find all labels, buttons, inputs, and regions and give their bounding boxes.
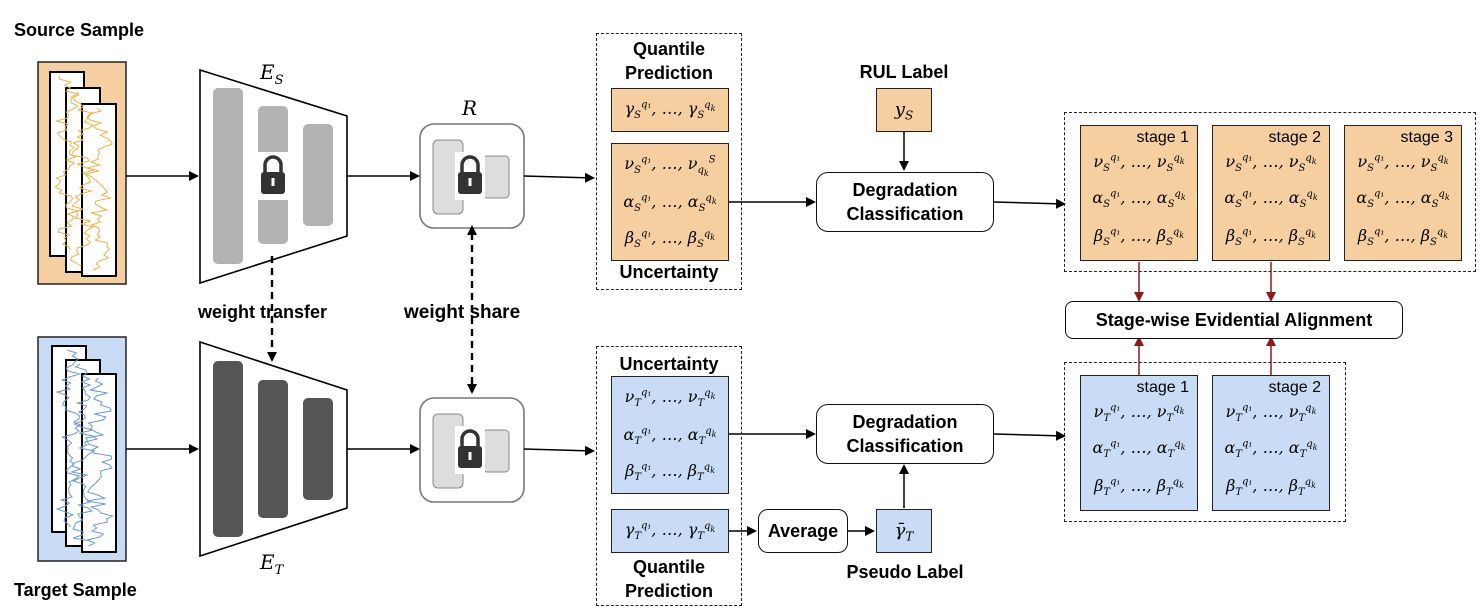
- target-stage-title: stage 2: [1268, 379, 1321, 396]
- target-encoder: [199, 340, 348, 558]
- source-sample-panel: [37, 61, 127, 285]
- weight-share-label: weight share: [404, 302, 521, 323]
- target-uncertainty-title: Uncertainty: [619, 354, 719, 374]
- arrow: [993, 198, 1066, 209]
- source-stage-box: stage 2 νSq₁, …, νSqk αSq₁, …, αSqk βSq₁, ……: [1212, 125, 1330, 261]
- arrow: [523, 172, 595, 183]
- target-alpha-eq: αTq₁, …, αTqk: [623, 425, 717, 448]
- target-stage-alpha-eq: αTq₁, …, αTqk: [1224, 438, 1318, 461]
- target-prediction-group: [596, 346, 742, 606]
- source-stage-alpha-eq: αSq₁, …, αSqk: [1092, 188, 1186, 211]
- source-stage-box: stage 3 νSq₁, …, νSqk αSq₁, …, αSqk βSq₁, ……: [1344, 125, 1462, 261]
- pseudo-value: γ̄T: [894, 520, 914, 544]
- regressor-label: R: [462, 96, 478, 120]
- encoder-target-label: ET: [260, 550, 284, 578]
- stage-alignment-box: Stage-wise Evidential Alignment: [1065, 301, 1403, 339]
- source-stage-beta-eq: βSq₁, …, βSqk: [1357, 226, 1449, 249]
- encoder-source-label: ES: [260, 60, 284, 88]
- source-alpha-eq: αSq₁, …, αSqk: [623, 192, 717, 215]
- pseudo-label-box: γ̄T: [876, 509, 932, 553]
- target-stage-alpha-eq: αTq₁, …, αTqk: [1092, 438, 1186, 461]
- target-sample-panel: [37, 336, 127, 562]
- arrow: [523, 445, 595, 456]
- source-stage-alpha-eq: αSq₁, …, αSqk: [1356, 188, 1450, 211]
- source-stage-nu-eq: νSq₁, …, νSqk: [1225, 152, 1317, 175]
- source-nu-eq: νSq₁, …, νqkS: [624, 154, 716, 179]
- source-stage-beta-eq: βSq₁, …, βSqk: [1093, 226, 1185, 249]
- rul-value: yS: [894, 99, 914, 123]
- target-quantile-eq: γTq₁, …, γTqk: [624, 520, 716, 543]
- lock-icon: [455, 152, 485, 200]
- target-signal-trace: [55, 349, 82, 528]
- source-stage-title: stage 1: [1136, 129, 1189, 146]
- source-stage-nu-eq: νSq₁, …, νSqk: [1357, 152, 1449, 175]
- source-stage-alpha-eq: αSq₁, …, αSqk: [1224, 188, 1318, 211]
- source-stage-beta-eq: βSq₁, …, βSqk: [1225, 226, 1317, 249]
- source-stage-title: stage 2: [1268, 129, 1321, 146]
- source-signal-trace: [69, 91, 96, 267]
- source-uncertainty-box: νSq₁, …, νqkS αSq₁, …, αSqk βSq₁, …, βSq…: [611, 143, 729, 261]
- lock-icon: [258, 152, 288, 200]
- rul-label-title: RUL Label: [859, 62, 949, 82]
- source-prediction-group: [596, 33, 742, 290]
- source-beta-eq: βSq₁, …, βSqk: [624, 228, 716, 251]
- target-signal-trace: [84, 377, 114, 547]
- weight-transfer-label: weight transfer: [198, 302, 328, 322]
- target-stage-box: stage 2 νTq₁, …, νTqk αTq₁, …, αTqk βTq₁, ……: [1212, 375, 1330, 511]
- target-stage-nu-eq: νTq₁, …, νTqk: [1225, 402, 1317, 425]
- pseudo-label-title: Pseudo Label: [846, 562, 964, 582]
- rul-label-box: yS: [876, 88, 932, 132]
- source-quantile-box: γSq₁, …, γSqk: [611, 88, 729, 132]
- target-stage-beta-eq: βTq₁, …, βTqk: [1094, 476, 1184, 499]
- lock-icon: [455, 426, 485, 474]
- target-stage-box: stage 1 νTq₁, …, νTqk αTq₁, …, αTqk βTq₁, ……: [1080, 375, 1198, 511]
- target-nu-eq: νTq₁, …, νTqk: [624, 387, 716, 410]
- target-stage-nu-eq: νTq₁, …, νTqk: [1093, 402, 1185, 425]
- target-quantile-box: γTq₁, …, γTqk: [611, 509, 729, 553]
- target-sample-label: Target Sample: [14, 580, 137, 600]
- target-beta-eq: βTq₁, …, βTqk: [625, 461, 715, 484]
- source-sample-label: Source Sample: [14, 20, 145, 40]
- target-stage-title: stage 1: [1136, 379, 1189, 396]
- source-stage-title: stage 3: [1400, 129, 1453, 146]
- target-stages-group: [1064, 362, 1346, 522]
- arrow: [993, 430, 1066, 441]
- source-uncertainty-title: Uncertainty: [619, 262, 719, 282]
- source-quantile-eq: γSq₁, …, γSqk: [624, 99, 716, 122]
- source-signal-trace: [84, 107, 114, 271]
- source-stage-box: stage 1 νSq₁, …, νSqk αSq₁, …, αSqk βSq₁, ……: [1080, 125, 1198, 261]
- source-stages-group: [1064, 112, 1476, 272]
- source-stage-nu-eq: νSq₁, …, νSqk: [1093, 152, 1185, 175]
- target-signal-trace: [69, 363, 99, 542]
- target-stage-beta-eq: βTq₁, …, βTqk: [1226, 476, 1316, 499]
- target-uncertainty-box: νTq₁, …, νTqk αTq₁, …, αTqk βTq₁, …, βTq…: [611, 376, 729, 494]
- source-signal-trace: [54, 75, 80, 251]
- average-box: Average: [758, 509, 848, 553]
